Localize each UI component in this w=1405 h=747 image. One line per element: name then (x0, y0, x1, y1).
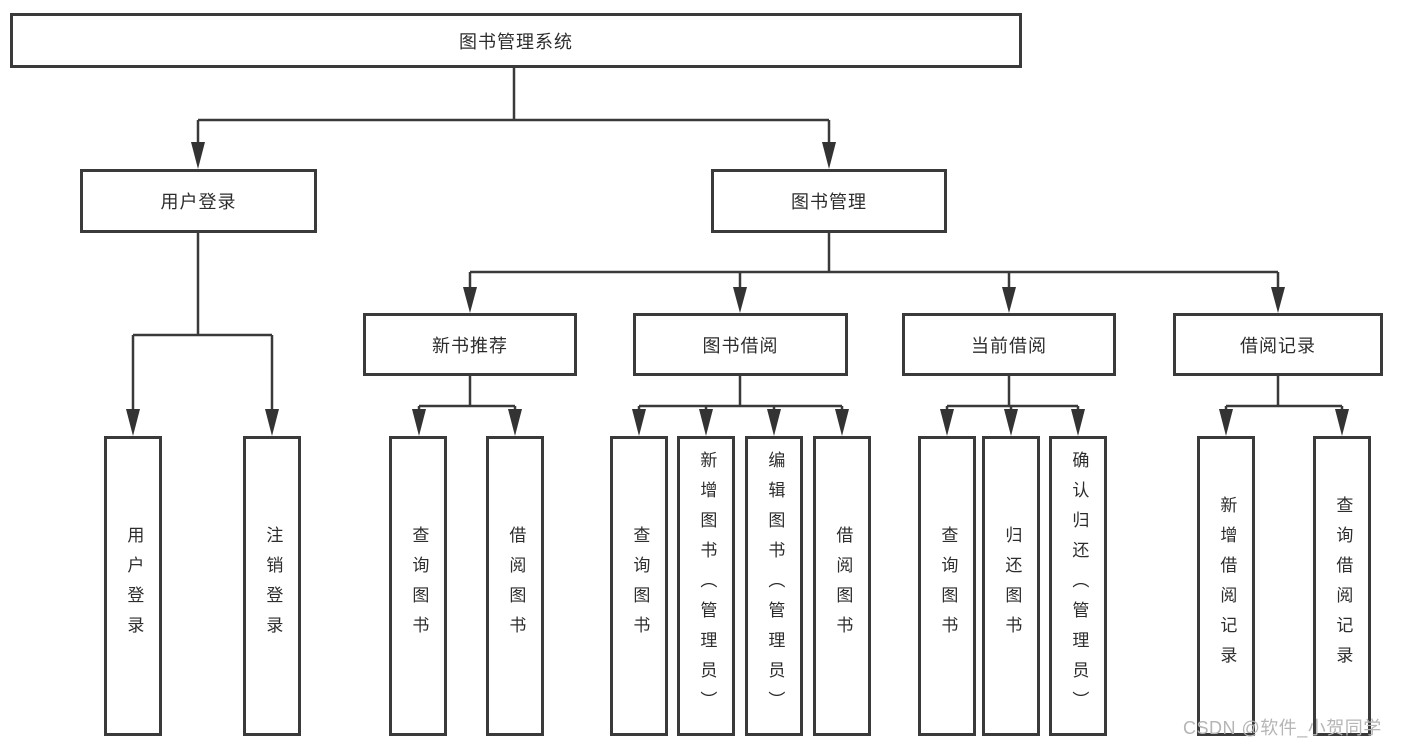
node-book-management: 图书管理 (711, 169, 947, 233)
arrowhead (126, 409, 140, 436)
leaf-query-books-borrowing-label: 查询图书 (630, 526, 650, 646)
edge-new-books-to-children (417, 376, 517, 411)
node-book-borrowing: 图书借阅 (633, 313, 848, 376)
leaf-borrow-books-recommend-label: 借阅图书 (506, 526, 526, 646)
leaf-edit-books-admin: 编辑图书（管理员） (745, 436, 803, 736)
leaf-query-books-recommend: 查询图书 (389, 436, 447, 736)
arrowhead (822, 142, 836, 169)
arrowhead (940, 409, 954, 436)
leaf-borrow-books-recommend: 借阅图书 (486, 436, 544, 736)
node-borrowing-records: 借阅记录 (1173, 313, 1383, 376)
leaf-add-borrow-record: 新增借阅记录 (1197, 436, 1255, 736)
edge-root-to-children (196, 68, 831, 143)
node-current-borrowing: 当前借阅 (902, 313, 1116, 376)
leaf-confirm-return-admin: 确认归还（管理员） (1049, 436, 1107, 736)
arrowhead (191, 142, 205, 169)
leaf-query-books-recommend-label: 查询图书 (409, 526, 429, 646)
leaf-add-books-admin-label: 新增图书（管理员） (697, 451, 717, 721)
arrowhead (699, 409, 713, 436)
arrowhead (835, 409, 849, 436)
node-user-login: 用户登录 (80, 169, 317, 233)
arrowhead (733, 287, 747, 313)
leaf-return-books-label: 归还图书 (1002, 526, 1022, 646)
edge-user-login-to-children (131, 233, 274, 410)
arrowhead (1002, 287, 1016, 313)
leaf-borrow-books-borrowing-label: 借阅图书 (833, 526, 853, 646)
leaf-query-borrow-record-label: 查询借阅记录 (1333, 496, 1353, 676)
arrowhead (508, 409, 522, 436)
leaf-query-borrow-record: 查询借阅记录 (1313, 436, 1371, 736)
leaf-logout-label: 注销登录 (263, 526, 283, 646)
edge-book-borrow-to-children (637, 376, 844, 411)
arrowhead (1335, 409, 1349, 436)
arrowhead (1219, 409, 1233, 436)
watermark: CSDN @软件_小贺同学 (1183, 718, 1382, 738)
leaf-confirm-return-admin-label: 确认归还（管理员） (1069, 451, 1089, 721)
leaf-logout: 注销登录 (243, 436, 301, 736)
arrowhead (1071, 409, 1085, 436)
arrowhead (1271, 287, 1285, 313)
node-root: 图书管理系统 (10, 13, 1022, 68)
node-new-book-recommend: 新书推荐 (363, 313, 577, 376)
arrowhead (463, 287, 477, 313)
arrowhead (1004, 409, 1018, 436)
arrowhead (265, 409, 279, 436)
leaf-borrow-books-borrowing: 借阅图书 (813, 436, 871, 736)
leaf-add-books-admin: 新增图书（管理员） (677, 436, 735, 736)
arrowhead (632, 409, 646, 436)
leaf-query-books-current-label: 查询图书 (938, 526, 958, 646)
leaf-edit-books-admin-label: 编辑图书（管理员） (765, 451, 785, 721)
edge-borrow-records-to-children (1224, 376, 1344, 411)
leaf-query-books-current: 查询图书 (918, 436, 976, 736)
leaf-user-login-label: 用户登录 (124, 526, 144, 646)
leaf-user-login: 用户登录 (104, 436, 162, 736)
edge-book-mgmt-to-children (468, 233, 1280, 288)
edge-current-borrow-to-children (945, 376, 1080, 411)
arrowhead (767, 409, 781, 436)
leaf-query-books-borrowing: 查询图书 (610, 436, 668, 736)
leaf-return-books: 归还图书 (982, 436, 1040, 736)
leaf-add-borrow-record-label: 新增借阅记录 (1217, 496, 1237, 676)
arrowhead (412, 409, 426, 436)
